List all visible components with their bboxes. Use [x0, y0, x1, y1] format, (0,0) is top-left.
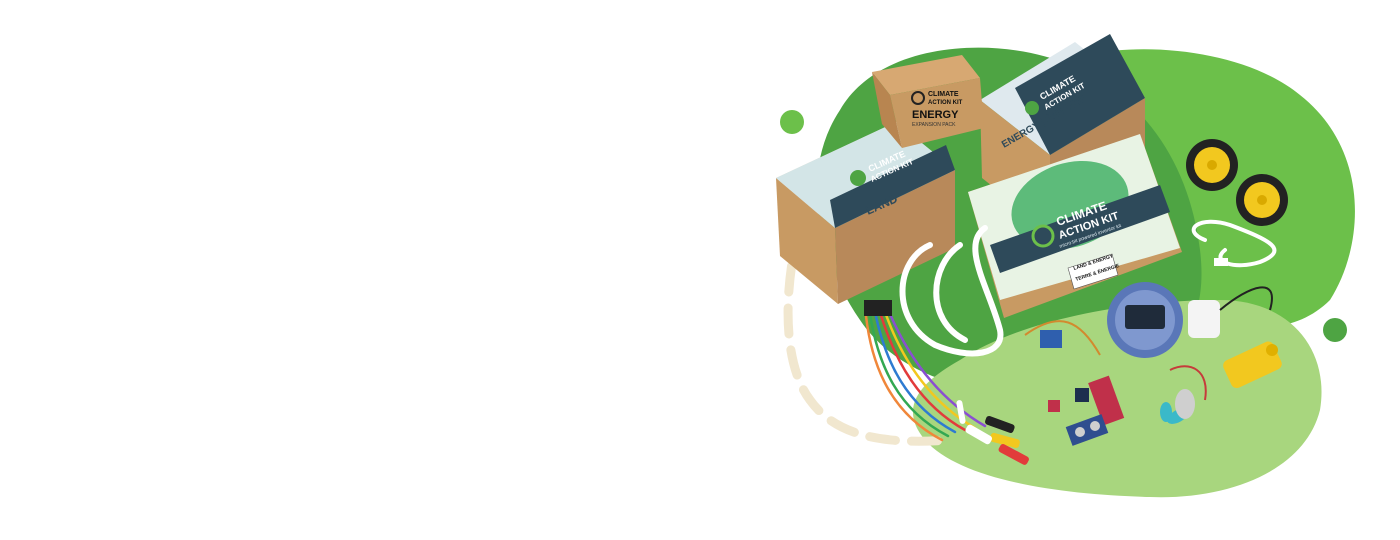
pack-brand-2: ACTION KIT — [928, 100, 963, 106]
main-kit-box: CLIMATE ACTION KIT micro:bit powered inv… — [968, 134, 1182, 318]
alligator-clips — [956, 400, 1029, 465]
usb-cable — [1191, 219, 1277, 268]
controller-board — [1107, 282, 1183, 358]
dot-left — [780, 110, 804, 134]
energy-expansion-pack: CLIMATE ACTION KIT ENERGY EXPANSION PACK — [872, 55, 984, 148]
land-box: CLIMATE ACTION KIT LAND — [776, 122, 955, 304]
wire-strands — [864, 300, 987, 442]
white-tubing — [899, 225, 1004, 357]
sensors — [1024, 320, 1125, 446]
fan — [1160, 365, 1207, 424]
pack-subtitle: EXPANSION PACK — [912, 122, 956, 128]
wire-bundle — [176, 308, 962, 436]
pump-and-motor — [1188, 286, 1282, 389]
pack-brand-1: CLIMATE — [928, 91, 959, 98]
dash-path — [783, 220, 955, 446]
wheels — [1186, 139, 1288, 226]
pack-title: ENERGY — [912, 109, 959, 121]
blob-light — [912, 300, 1322, 498]
dot-right — [1323, 318, 1347, 342]
